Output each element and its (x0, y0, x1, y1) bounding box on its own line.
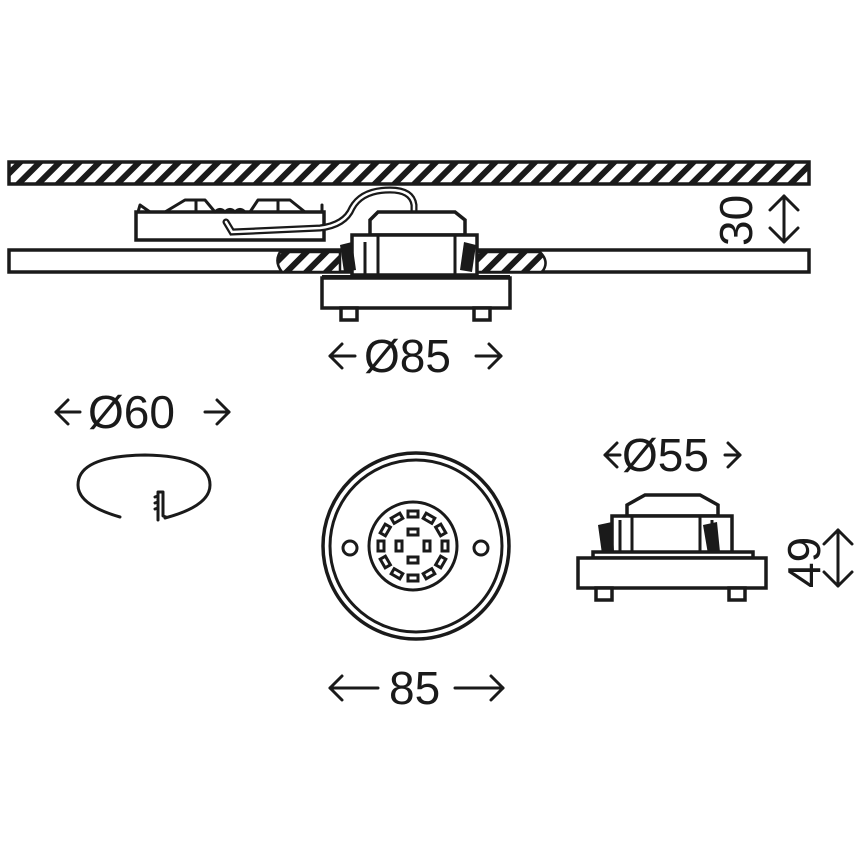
installed-fixture (320, 210, 512, 322)
dimension-label-49: 49 (778, 537, 830, 588)
cutout-ring (76, 453, 212, 522)
right-arrow-icon (474, 342, 503, 370)
left-arrow-icon (328, 674, 380, 702)
dimension-bezel-width-front: 85 (328, 662, 505, 714)
dimension-label-85: 85 (389, 662, 440, 714)
left-arrow-icon (54, 398, 82, 426)
right-arrow-icon (203, 398, 231, 426)
dimension-body-diameter: Ø55 (603, 429, 742, 481)
dimension-cutout-diameter: Ø60 (54, 386, 231, 438)
dimension-installed-depth: 30 (710, 194, 800, 246)
screw-hole-left (341, 539, 359, 557)
dimension-label-diameter-60: Ø60 (88, 386, 175, 438)
dimension-fixture-height: 49 (778, 528, 854, 588)
right-arrow-icon (723, 441, 742, 469)
dimension-bezel-diameter-top: Ø85 (328, 330, 503, 382)
cutout-ring-view: Ø60 (54, 386, 231, 522)
dimension-label-30: 30 (710, 195, 762, 246)
screw-hole-right (472, 539, 490, 557)
installed-side-view: 30 Ø85 (7, 160, 811, 382)
left-arrow-icon (328, 342, 357, 370)
ceiling-slab (7, 160, 811, 186)
fixture-side-view: Ø55 49 (576, 429, 854, 602)
dimension-label-diameter-85: Ø85 (364, 330, 451, 382)
panel-cut-right (473, 250, 547, 274)
panel-cut-left (276, 250, 342, 274)
right-arrow-icon (453, 674, 505, 702)
led-array (367, 500, 459, 592)
dimension-label-diameter-55: Ø55 (622, 429, 709, 481)
left-arrow-icon (603, 441, 622, 469)
fixture-body (576, 493, 768, 602)
front-view: 85 (321, 451, 511, 714)
double-vertical-arrow-icon (768, 194, 800, 244)
double-vertical-arrow-icon (822, 528, 854, 588)
cable (222, 186, 418, 236)
